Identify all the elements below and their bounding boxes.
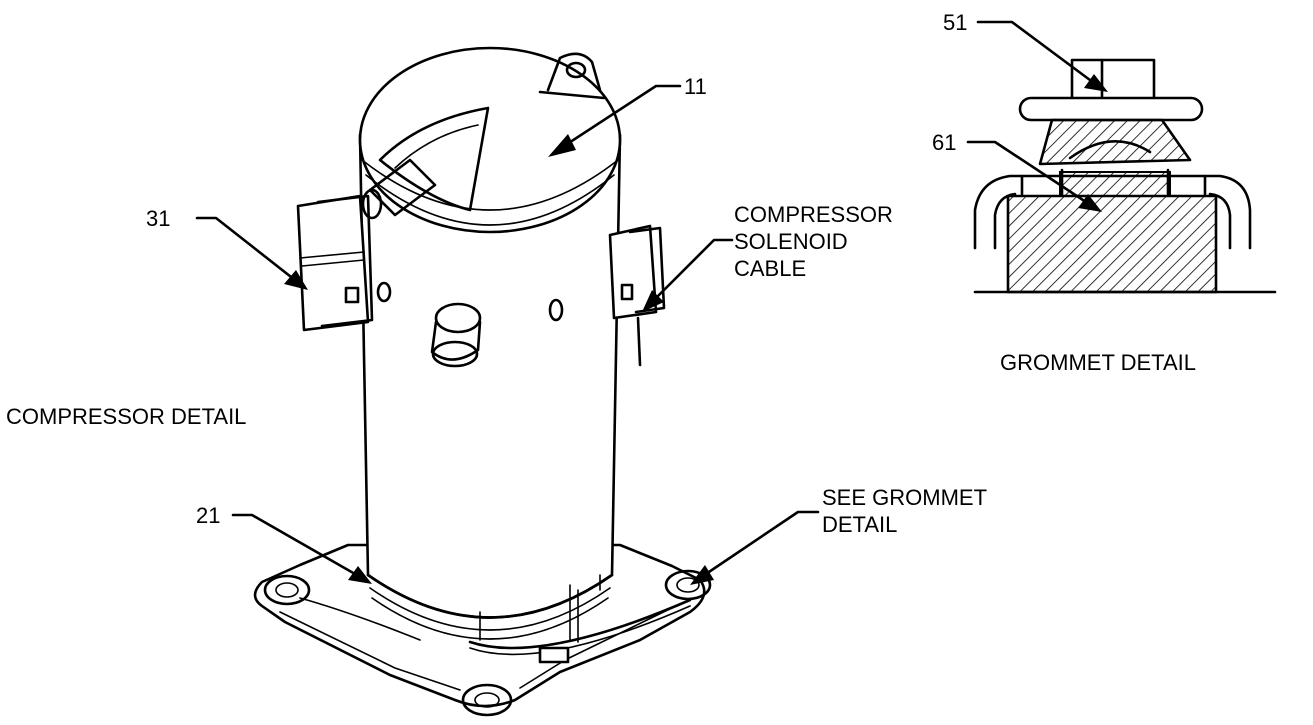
compressor-illustration — [253, 46, 712, 717]
compressor-detail-title: COMPRESSOR DETAIL — [6, 404, 246, 429]
solenoid-cable-label-line1: COMPRESSOR — [734, 202, 893, 227]
callout-61: 61 — [932, 130, 956, 155]
callout-51: 51 — [943, 10, 967, 35]
callout-31: 31 — [146, 206, 170, 231]
callout-11: 11 — [684, 74, 707, 99]
leader-lines — [195, 20, 1108, 585]
callout-21: 21 — [196, 503, 220, 528]
solenoid-connector — [608, 224, 666, 367]
suction-fitting — [430, 302, 482, 368]
solenoid-cable-label-line2: SOLENOID — [734, 229, 848, 254]
grommet-detail-illustration — [973, 58, 1277, 294]
solenoid-cable-label-line3: CABLE — [734, 256, 806, 281]
labels: 11 31 21 51 61 COMPRESSOR SOLENOID CABLE… — [6, 10, 1196, 537]
compressor-shell — [358, 46, 692, 664]
grommet-detail-title: GROMMET DETAIL — [1000, 350, 1196, 375]
terminal-box — [296, 194, 374, 332]
see-grommet-label-line2: DETAIL — [822, 512, 897, 537]
see-grommet-label-line1: SEE GROMMET — [822, 485, 987, 510]
